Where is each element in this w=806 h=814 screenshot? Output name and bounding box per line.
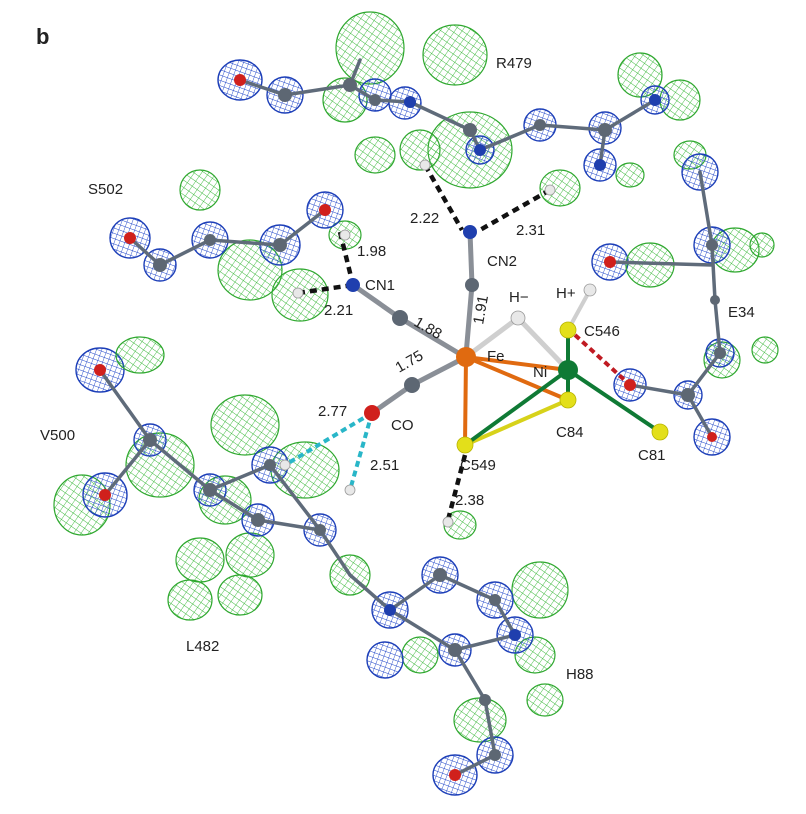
atom-label-c546: C546 [584, 323, 620, 340]
distance-label-2-51: 2.51 [370, 457, 399, 474]
atoms [94, 74, 726, 781]
fe-atom [456, 347, 476, 367]
bonds [98, 58, 722, 777]
atom-label-proton: H+ [556, 285, 576, 302]
distance-label-1-75: 1.75 [393, 347, 427, 376]
residue-label-e34: E34 [728, 304, 755, 321]
hydrogen-bonds [283, 163, 632, 521]
residue-label-l482: L482 [186, 638, 219, 655]
atom-label-ni: Ni [533, 364, 547, 381]
distance-label-1-98: 1.98 [357, 243, 386, 260]
distance-label-1-88: 1.88 [411, 314, 445, 343]
atom-label-co: CO [391, 417, 414, 434]
electron-density-mesh [53, 11, 779, 796]
distance-label-1-91: 1.91 [470, 294, 492, 326]
residue-label-s502: S502 [88, 181, 123, 198]
atom-label-c81: C81 [638, 447, 666, 464]
c549-sulfur-atom [456, 436, 474, 454]
co-oxygen-atom [364, 405, 380, 421]
residue-label-r479: R479 [496, 55, 532, 72]
atom-label-c84: C84 [556, 424, 584, 441]
c81-sulfur-atom [651, 423, 669, 441]
c84-sulfur-atom [559, 391, 577, 409]
proton-atom [583, 283, 597, 297]
hydride-atom [510, 310, 526, 326]
distance-label-2-22: 2.22 [410, 210, 439, 227]
cn1-nitrogen-atom [346, 278, 360, 292]
residue-label-v500: V500 [40, 427, 75, 444]
distance-label-2-38: 2.38 [455, 492, 484, 509]
atom-label-c549: C549 [460, 457, 496, 474]
atom-label-cn1: CN1 [365, 277, 395, 294]
panel-label: b [36, 24, 49, 49]
atom-label-fe: Fe [487, 348, 505, 365]
distance-label-2-21: 2.21 [324, 302, 353, 319]
ni-atom [558, 360, 578, 380]
distance-label-2-77: 2.77 [318, 403, 347, 420]
c546-sulfur-atom [559, 321, 577, 339]
atom-label-hydride: H− [509, 289, 529, 306]
residue-label-h88: H88 [566, 666, 594, 683]
distance-label-2-31: 2.31 [516, 222, 545, 239]
atom-label-cn2: CN2 [487, 253, 517, 270]
cn2-nitrogen-atom [463, 225, 477, 239]
